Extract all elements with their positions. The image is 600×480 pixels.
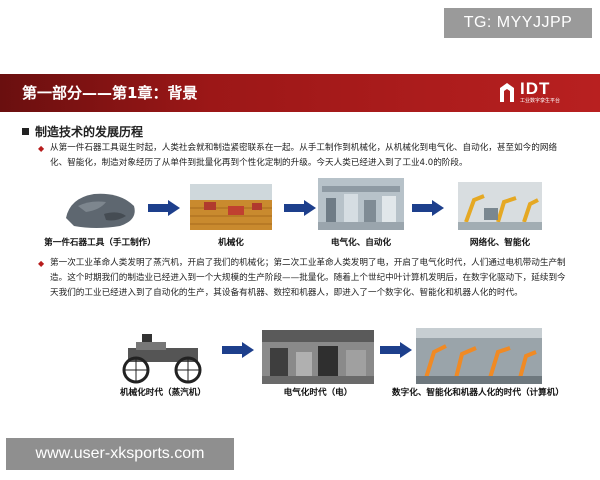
diamond-bullet-icon: ◆: [38, 144, 45, 153]
networked-intelligent-image: [458, 182, 542, 230]
steam-engine-image: [108, 330, 218, 384]
caption-steam-era: 机械化时代（蒸汽机）: [120, 388, 206, 398]
right-arrow-icon: [412, 200, 444, 216]
square-bullet-icon: [22, 128, 29, 135]
right-arrow-icon: [148, 200, 180, 216]
caption-electric-era: 电气化时代（电）: [283, 388, 353, 398]
idt-logo: IDT 工业数字孪生平台: [498, 79, 576, 107]
watermark-top: TG: MYYJJPP: [444, 8, 592, 38]
caption-networked: 网络化、智能化: [469, 238, 531, 248]
paragraph-1-text: 从第一件石器工具诞生时起，人类社会就和制造紧密联系在一起。从手工制作到机械化，从…: [50, 143, 558, 168]
paragraph-1: ◆ 从第一件石器工具诞生时起，人类社会就和制造紧密联系在一起。从手工制作到机械化…: [38, 141, 570, 171]
watermark-bottom: www.user-xksports.com: [6, 438, 234, 470]
paragraph-2-text: 第一次工业革命人类发明了蒸汽机，开启了我们的机械化；第二次工业革命人类发明了电，…: [50, 258, 566, 298]
right-arrow-icon: [380, 342, 412, 358]
robotic-era-image: [416, 328, 542, 384]
caption-digital-era: 数字化、智能化和机器人化的时代（计算机）: [392, 388, 564, 398]
paragraph-2: ◆ 第一次工业革命人类发明了蒸汽机，开启了我们的机械化；第二次工业革命人类发明了…: [38, 256, 570, 301]
section-title-text: 制造技术的发展历程: [35, 125, 144, 139]
section-title: 制造技术的发展历程: [22, 123, 143, 140]
logo-text: IDT: [520, 79, 551, 98]
diamond-bullet-icon: ◆: [38, 259, 45, 268]
right-arrow-icon: [284, 200, 316, 216]
header-title: 第一部分——第1章：背景: [22, 84, 198, 102]
electric-era-image: [262, 330, 374, 384]
idt-logo-icon: [500, 83, 514, 102]
electrification-image: [318, 178, 404, 230]
slide-header: 第一部分——第1章：背景 IDT 工业数字孪生平台: [0, 74, 600, 112]
caption-electrification: 电气化、自动化: [330, 238, 392, 248]
right-arrow-icon: [222, 342, 254, 358]
mechanization-image: [190, 184, 272, 230]
logo-subtitle: 工业数字孪生平台: [520, 98, 561, 104]
stone-tool-image: [60, 188, 140, 232]
caption-stone-tool: 第一件石器工具（手工制作）: [44, 238, 156, 248]
caption-mechanization: 机械化: [218, 238, 244, 248]
